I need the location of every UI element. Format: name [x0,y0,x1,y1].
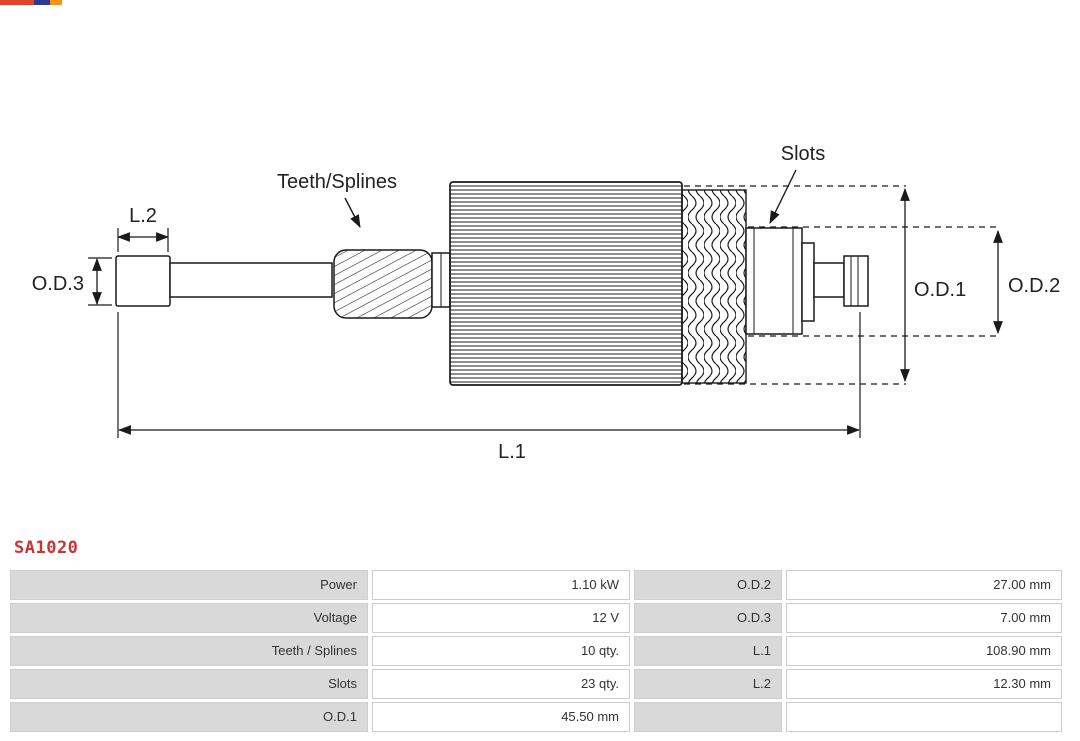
shaft-end-right [843,255,869,307]
teeth-splines-leader-arrow [344,197,361,228]
spec-value: 10 qty. [372,636,630,666]
spec-value: 1.10 kW [372,570,630,600]
spec-label [634,702,782,732]
shaft-end-left [115,255,171,307]
spec-label: Voltage [10,603,368,633]
spec-value: 12.30 mm [786,669,1062,699]
armature-technical-drawing: L.2 O.D.3 Teeth/Splines Slots O.D.1 O.D.… [32,143,1061,463]
spec-label: O.D.1 [10,702,368,732]
logo-segment [34,0,50,5]
spec-value: 45.50 mm [372,702,630,732]
part-number: SA1020 [14,538,79,558]
dimension-l1 [117,312,861,438]
armature-diagram-svg: L.2 O.D.3 Teeth/Splines Slots O.D.1 O.D.… [32,143,1061,463]
spec-value: 7.00 mm [786,603,1062,633]
dimension-l2 [116,228,170,252]
spec-value [786,702,1062,732]
dimension-od3 [88,257,112,306]
armature-core [449,181,683,386]
spec-label: L.2 [634,669,782,699]
projection-lines [684,185,1000,385]
label-l2: L.2 [129,205,157,227]
label-od1: O.D.1 [914,279,966,301]
logo-segment [0,0,34,5]
label-od3: O.D.3 [32,273,84,295]
spec-label: Power [10,570,368,600]
label-teeth-splines: Teeth/Splines [277,171,397,193]
spec-label: L.1 [634,636,782,666]
spec-label: O.D.3 [634,603,782,633]
spec-value: 27.00 mm [786,570,1062,600]
spline-section [333,249,433,319]
spec-label: O.D.2 [634,570,782,600]
logo-segment [50,0,62,5]
shaft-right [813,262,845,298]
label-l1: L.1 [498,441,526,463]
spec-label: Teeth / Splines [10,636,368,666]
slots-leader-arrow [769,169,797,224]
spec-value: 108.90 mm [786,636,1062,666]
spec-table: Power 1.10 kW O.D.2 27.00 mm Voltage 12 … [10,570,1062,732]
flange [801,242,815,322]
spec-label: Slots [10,669,368,699]
winding-overhang [681,189,747,384]
spec-value: 23 qty. [372,669,630,699]
label-od2: O.D.2 [1008,275,1060,297]
spec-value: 12 V [372,603,630,633]
label-slots: Slots [781,143,825,165]
armature-drawing [115,181,869,386]
shaft [169,262,333,298]
partial-logo [0,0,62,5]
